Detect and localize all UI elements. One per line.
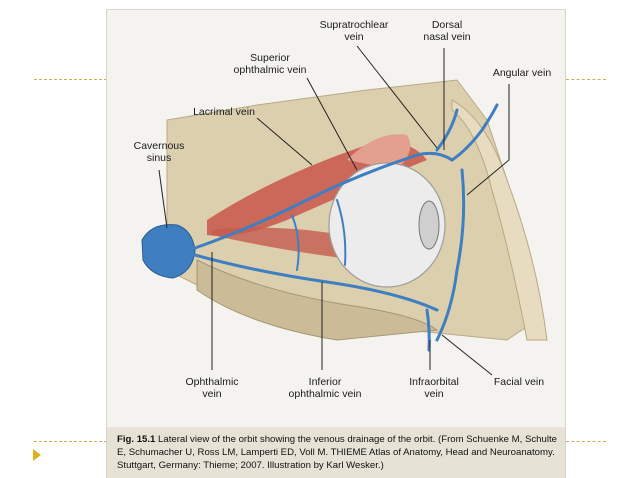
- label-lacrimal-vein: Lacrimal vein: [193, 106, 255, 118]
- top-rule-right: [566, 79, 606, 80]
- inferior-ophthalmic-vessel: [193, 253, 439, 312]
- figure-caption: Fig. 15.1 Lateral view of the orbit show…: [117, 433, 557, 472]
- label-cavernous-sinus: Cavernous sinus: [133, 140, 185, 164]
- bottom-rule-right: [566, 441, 606, 442]
- leader-facial: [441, 334, 493, 376]
- caption-box: Fig. 15.1 Lateral view of the orbit show…: [107, 427, 565, 478]
- branch-vessel: [336, 199, 347, 266]
- leader-cavernous: [158, 169, 168, 229]
- anatomy-figure: Supratrochlear vein Dorsal nasal vein An…: [106, 9, 566, 478]
- label-dorsal-nasal-vein: Dorsal nasal vein: [423, 19, 471, 43]
- cavernous-sinus: [141, 224, 196, 279]
- superior-ophthalmic-vessel: [193, 151, 454, 250]
- bottom-rule-left: [34, 441, 107, 442]
- infraorbital-vessel: [425, 308, 431, 352]
- cornea: [418, 200, 440, 250]
- nasal-bone: [451, 99, 548, 341]
- label-ophthalmic-vein: Ophthalmic vein: [185, 376, 239, 400]
- label-infraorbital-vein: Infraorbital vein: [409, 376, 459, 400]
- label-supratrochlear-vein: Supratrochlear vein: [319, 19, 389, 43]
- leader-lacrimal: [256, 117, 313, 166]
- leader-lines: [158, 45, 510, 376]
- vein-network: [193, 103, 499, 352]
- dorsal-nasal-vessel: [450, 103, 499, 162]
- top-rule-left: [34, 79, 107, 80]
- lacrimal-gland: [347, 134, 411, 170]
- figure-number: Fig. 15.1: [117, 434, 156, 445]
- leader-angular-2: [466, 159, 510, 196]
- orbit-illustration: [141, 45, 548, 376]
- leader-supratrochlear: [356, 45, 438, 149]
- orbital-floor: [196, 259, 439, 341]
- label-facial-vein: Facial vein: [493, 376, 545, 388]
- eyeball: [328, 162, 446, 288]
- supratrochlear-vessel: [435, 108, 459, 152]
- label-angular-vein: Angular vein: [492, 67, 552, 79]
- caption-text: Lateral view of the orbit showing the ve…: [117, 434, 557, 471]
- branch-vessel: [291, 214, 300, 271]
- label-superior-ophthalmic-vein: Superior ophthalmic vein: [233, 52, 307, 76]
- label-inferior-ophthalmic-vein: Inferior ophthalmic vein: [288, 376, 362, 400]
- leader-superior-ophthalmic: [306, 77, 358, 171]
- bullet-arrow-icon: [33, 449, 41, 461]
- angular-facial-vessel: [435, 168, 466, 342]
